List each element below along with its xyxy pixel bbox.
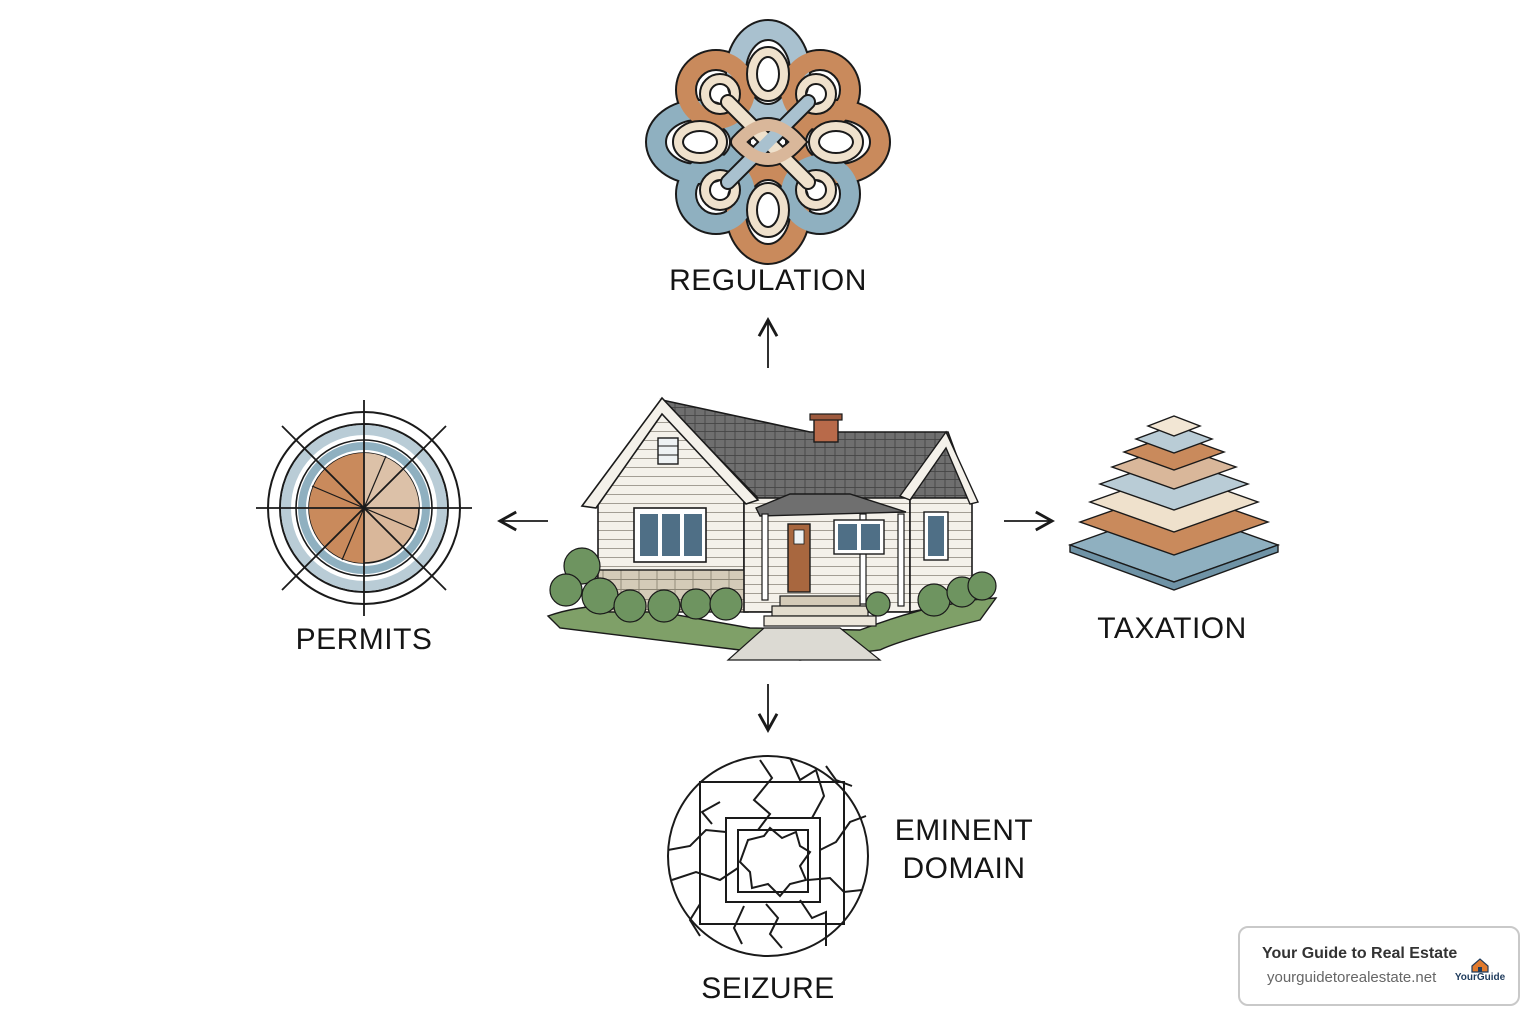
eminent-domain-line1: EMINENT [894,814,1034,847]
node-label-permits: PERMITS [295,623,433,656]
site-logo: YourGuide [1454,948,1506,992]
node-label-taxation: TAXATION [1097,612,1247,645]
node-label-seizure: SEIZURE [701,972,835,1005]
house-logo-icon [1471,958,1489,973]
badge-url[interactable]: yourguidetorealestate.net [1267,969,1437,986]
celtic-knot-icon [645,19,891,265]
logo-text: YourGuide [1454,972,1506,983]
eminent-domain-line2: DOMAIN [902,852,1026,885]
source-badge[interactable]: Your Guide to Real Estate yourguidetorea… [1238,926,1520,1006]
node-label-regulation: REGULATION [669,264,867,297]
layered-pyramid-icon [1067,415,1281,591]
target-crosshair-icon [256,400,472,616]
badge-title: Your Guide to Real Estate [1262,945,1458,962]
cracked-globe-icon [667,755,869,957]
node-label-eminent-domain: EMINENT DOMAIN [895,812,1034,888]
house-illustration [546,396,998,661]
